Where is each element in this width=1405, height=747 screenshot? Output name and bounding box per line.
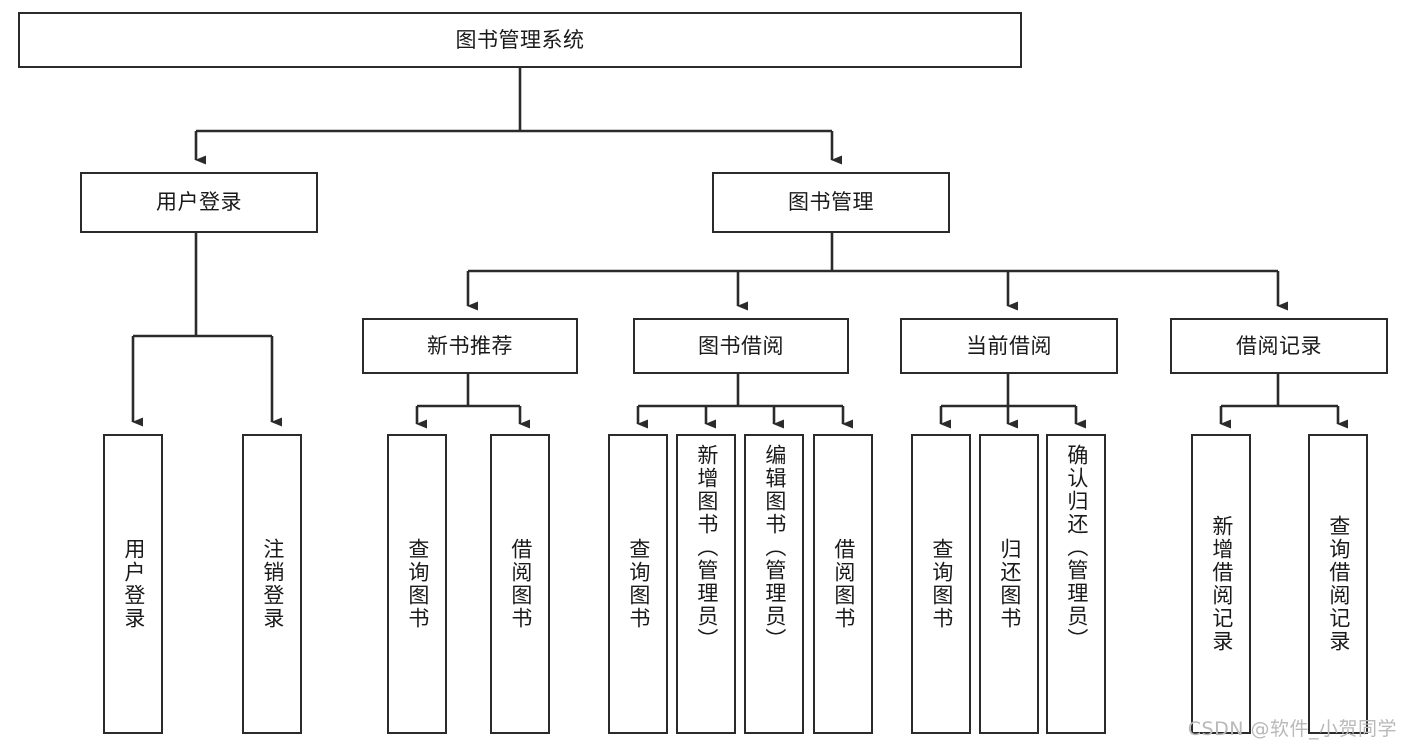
node-leaf-query-record-label: 查询借阅记录 <box>1326 515 1351 653</box>
node-leaf-user-login-label: 用户登录 <box>121 538 146 630</box>
node-book-manage[interactable]: 图书管理 <box>712 172 950 233</box>
node-book-borrow[interactable]: 图书借阅 <box>633 318 849 374</box>
node-leaf-query-book-2[interactable]: 查询图书 <box>608 434 668 734</box>
node-leaf-confirm-return[interactable]: 确认归还（管理员） <box>1046 434 1106 734</box>
node-borrow-record-label: 借阅记录 <box>1236 333 1322 358</box>
node-leaf-borrow-book-1[interactable]: 借阅图书 <box>490 434 550 734</box>
node-leaf-user-login[interactable]: 用户登录 <box>103 434 163 734</box>
node-leaf-query-book-1[interactable]: 查询图书 <box>387 434 447 734</box>
node-leaf-borrow-book-2-label: 借阅图书 <box>831 538 856 630</box>
node-leaf-query-record[interactable]: 查询借阅记录 <box>1308 434 1368 734</box>
node-leaf-add-book-label: 新增图书（管理员） <box>694 444 719 651</box>
node-new-book-rec-label: 新书推荐 <box>427 333 513 358</box>
node-leaf-borrow-book-1-label: 借阅图书 <box>508 538 533 630</box>
node-leaf-add-record-label: 新增借阅记录 <box>1209 515 1234 653</box>
node-leaf-query-book-3[interactable]: 查询图书 <box>911 434 971 734</box>
node-leaf-borrow-book-2[interactable]: 借阅图书 <box>813 434 873 734</box>
node-root[interactable]: 图书管理系统 <box>18 12 1022 68</box>
node-user-login[interactable]: 用户登录 <box>80 172 318 233</box>
node-leaf-user-logout[interactable]: 注销登录 <box>242 434 302 734</box>
node-user-login-label: 用户登录 <box>156 190 242 215</box>
node-book-borrow-label: 图书借阅 <box>698 333 784 358</box>
node-leaf-confirm-return-label: 确认归还（管理员） <box>1064 444 1089 651</box>
node-leaf-query-book-2-label: 查询图书 <box>626 538 651 630</box>
node-borrow-record[interactable]: 借阅记录 <box>1170 318 1388 374</box>
node-leaf-query-book-3-label: 查询图书 <box>929 538 954 630</box>
node-leaf-return-book-label: 归还图书 <box>997 538 1022 630</box>
node-root-label: 图书管理系统 <box>455 27 585 52</box>
node-leaf-edit-book-label: 编辑图书（管理员） <box>762 444 787 651</box>
node-leaf-add-record[interactable]: 新增借阅记录 <box>1191 434 1251 734</box>
node-book-manage-label: 图书管理 <box>788 190 874 215</box>
csdn-watermark: CSDN @软件_小贺同学 <box>1187 718 1397 740</box>
node-leaf-edit-book[interactable]: 编辑图书（管理员） <box>744 434 804 734</box>
node-new-book-rec[interactable]: 新书推荐 <box>362 318 578 374</box>
node-leaf-query-book-1-label: 查询图书 <box>405 538 430 630</box>
node-current-borrow-label: 当前借阅 <box>966 333 1052 358</box>
node-leaf-user-logout-label: 注销登录 <box>260 538 285 630</box>
node-leaf-return-book[interactable]: 归还图书 <box>979 434 1039 734</box>
node-leaf-add-book[interactable]: 新增图书（管理员） <box>676 434 736 734</box>
node-current-borrow[interactable]: 当前借阅 <box>900 318 1118 374</box>
